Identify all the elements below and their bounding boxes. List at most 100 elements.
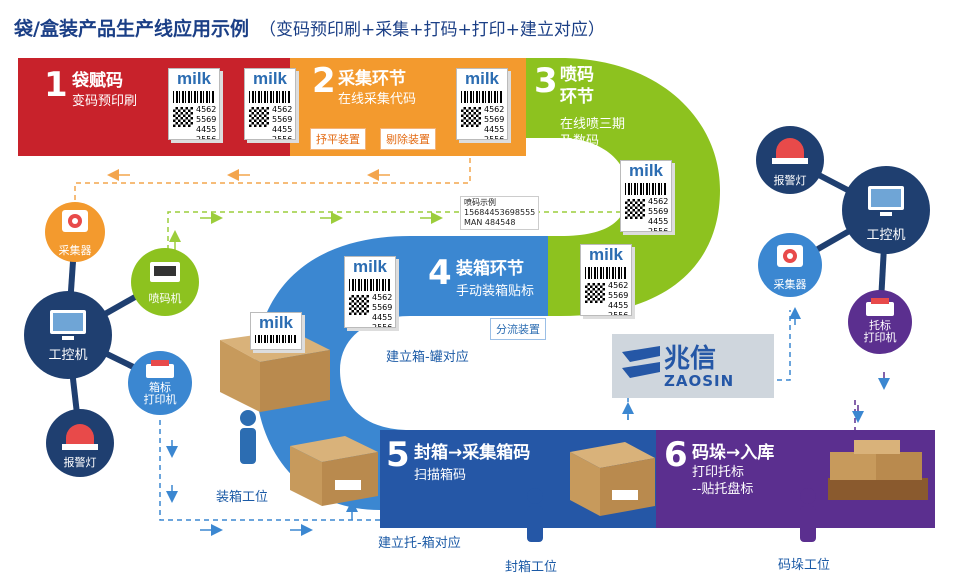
blue-dashed-left (159, 420, 380, 521)
stacking-station-label: 码垛工位 (778, 558, 831, 573)
product-card-brand: milk (176, 69, 212, 88)
qr-code-icon (585, 283, 605, 303)
left-ipc-node (24, 291, 112, 379)
stage-4-name: 装箱环节 (456, 259, 524, 279)
box-can-label: 建立箱-罐对应 (386, 350, 469, 365)
product-card: milk 4562 5569 4455 2556 (168, 68, 220, 140)
left-sprayer-label: 喷码机 (148, 292, 182, 305)
carton-scan (570, 442, 655, 516)
pallet-box-label: 建立托-箱对应 (378, 536, 461, 551)
worker-sealing (527, 488, 543, 542)
product-card: milk 4562 5569 4455 2556 (344, 256, 396, 328)
page-title: 袋/盒装产品生产线应用示例 （变码预印刷+采集+打码+打印+建立对应） (14, 14, 605, 41)
title-subtitle: （变码预印刷+采集+打码+打印+建立对应） (258, 20, 605, 40)
qr-code-icon (349, 295, 369, 315)
barcode-icon (255, 335, 297, 343)
sealing-station-label: 封箱工位 (505, 560, 558, 575)
stage-3-desc: 在线喷三期 及数码 (560, 117, 626, 149)
pallet-stack (828, 440, 928, 500)
product-card-brand: milk (258, 313, 294, 332)
product-code-digits: 4562 5569 4455 2556 (372, 293, 393, 328)
product-card-brand: milk (252, 69, 288, 88)
right-alarm-label: 报警灯 (773, 174, 807, 187)
stage-1-desc: 变码预印刷 (72, 94, 138, 109)
spray-sample-box: 喷码示例 15684453698555 MAN 484548 (460, 196, 540, 230)
barcode-icon (585, 267, 627, 279)
barcode-icon (625, 183, 667, 195)
stage-2-name: 采集环节 (338, 69, 406, 89)
worker-packing (240, 410, 256, 464)
product-card: milk 4562 5569 4455 2556 (620, 160, 672, 232)
stage-1-number: 1 (44, 65, 68, 105)
left-box-printer-node (128, 351, 192, 415)
qr-code-icon (625, 199, 645, 219)
stage-6-number: 6 (664, 435, 688, 475)
left-collector-label: 采集器 (58, 244, 92, 257)
right-alarm-icon (772, 138, 808, 164)
barcode-icon (461, 91, 503, 103)
left-box-printer-label: 箱标 打印机 (143, 381, 177, 406)
reject-device-tag: 剔除装置 (380, 128, 436, 150)
qr-code-icon (461, 107, 481, 127)
qr-code-icon (249, 107, 269, 127)
right-pallet-printer-node (848, 290, 912, 354)
right-collector-label: 采集器 (773, 278, 807, 291)
stage-3-name: 喷码 环节 (560, 65, 594, 107)
left-alarm-label: 报警灯 (63, 456, 97, 469)
barcode-icon (173, 91, 215, 103)
product-card: milk 4562 5569 4455 2556 (456, 68, 508, 140)
product-code-digits: 4562 5569 4455 2556 (608, 281, 629, 316)
left-collector-icon (62, 210, 88, 232)
logo-mark (622, 346, 660, 378)
stage-3-number: 3 (534, 61, 558, 101)
stage-3-band (526, 58, 720, 316)
stage-6-name: 码垛→入库 (692, 443, 775, 463)
title-main: 袋/盒装产品生产线应用示例 (14, 18, 249, 40)
divert-device-tag: 分流装置 (490, 318, 546, 340)
product-card: milk 4562 5569 4455 2556 (244, 68, 296, 140)
left-sprayer-icon (150, 262, 180, 282)
product-card-brand: milk (352, 257, 388, 276)
right-pallet-printer-label: 托标 打印机 (863, 319, 897, 344)
product-code-digits: 4562 5569 4455 2556 (484, 105, 505, 140)
carton-sealed (290, 436, 378, 506)
right-collector-icon (777, 245, 803, 267)
barcode-icon (349, 279, 391, 291)
worker-stacking (800, 488, 816, 542)
left-alarm-icon (62, 424, 98, 450)
logo-en: ZAOSIN (664, 372, 735, 390)
logo-cn: 兆信 (664, 344, 717, 374)
stage-4-number: 4 (428, 253, 452, 293)
product-card-brand: milk (464, 69, 500, 88)
flatten-device-tag: 抒平装置 (310, 128, 366, 150)
orange-dashed-flow (74, 158, 471, 210)
spray-sample-line1: 15684453698555 (464, 208, 536, 217)
product-code-digits: 4562 5569 4455 2556 (648, 197, 669, 232)
right-ipc-icon (868, 186, 904, 216)
product-card: milk (250, 312, 302, 350)
left-ipc-label: 工控机 (48, 348, 88, 363)
spray-sample-label: 喷码示例 (464, 198, 496, 207)
barcode-icon (249, 91, 291, 103)
green-dashed-flow (167, 211, 620, 250)
spray-sample-line2: MAN 484548 (464, 218, 516, 227)
qr-code-icon (173, 107, 193, 127)
stage-5-name: 封箱→采集箱码 (414, 443, 531, 463)
product-code-digits: 4562 5569 4455 2556 (272, 105, 293, 140)
product-code-digits: 4562 5569 4455 2556 (196, 105, 217, 140)
left-box-printer-icon (146, 360, 174, 378)
stage-4-desc: 手动装箱贴标 (456, 284, 535, 299)
stage-2-desc: 在线采集代码 (338, 92, 417, 107)
stage-1-name: 袋赋码 (72, 71, 123, 91)
stage-2-number: 2 (312, 61, 336, 101)
stage-6-desc: 打印托标 --贴托盘标 (692, 465, 754, 497)
stage-5-number: 5 (386, 435, 410, 475)
product-card-brand: milk (628, 161, 664, 180)
stage-5-desc: 扫描箱码 (414, 468, 467, 483)
packing-station-label: 装箱工位 (216, 490, 269, 505)
right-pallet-printer-icon (866, 298, 894, 316)
right-ipc-label: 工控机 (866, 228, 906, 243)
left-ipc-icon (50, 310, 86, 340)
